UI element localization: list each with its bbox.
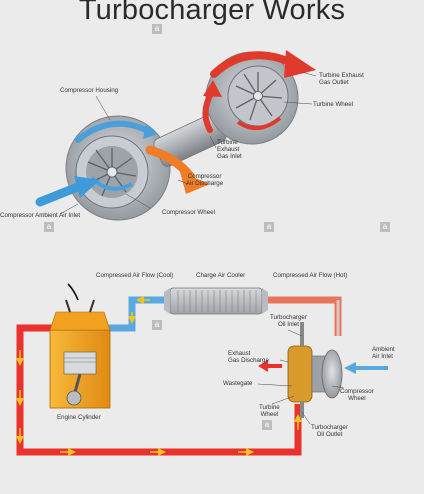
label-compressor-air-discharge: Compressor Air Discharge <box>186 173 224 188</box>
label-turbine-wheel: Turbine Wheel <box>313 101 354 108</box>
turbine-housing-small <box>287 345 313 403</box>
label-wastegate: Wastegate <box>223 380 253 387</box>
watermark: a <box>262 420 272 430</box>
turbocharger-unit <box>258 322 388 418</box>
compressor-discharge-arrow <box>180 172 210 194</box>
watermark: a <box>152 24 162 34</box>
label-compressor-ambient-air-inlet: Compressor Ambient Air Inlet <box>0 212 81 219</box>
label-compressor-housing: Compressor Housing <box>60 87 119 94</box>
engine-cylinder <box>49 283 111 409</box>
watermark: a <box>380 222 390 232</box>
diagram-title: Turbocharger Works <box>78 0 346 26</box>
label-turbocharger-oil-inlet: Turbocharger Oil Inlet <box>270 314 307 329</box>
charge-air-cooler <box>164 287 268 315</box>
label-turbine-exhaust-gas-outlet: Turbine Exhaust Gas Outlet <box>319 72 364 87</box>
label-ambient-air-inlet: Ambient Air Inlet <box>372 346 395 361</box>
label-exhaust-gas-discharge: Exhaust Gas Discharge <box>228 350 269 365</box>
label-engine-cylinder: Engine Cylinder <box>57 414 101 421</box>
watermark: a <box>152 320 162 330</box>
watermark: a <box>44 222 54 232</box>
label-charge-air-cooler: Charge Air Cooler <box>196 272 246 279</box>
label-turbine-wheel-small: Turbine Wheel <box>259 404 280 419</box>
exhaust-outlet-arrow <box>284 50 316 78</box>
turbo-illustration <box>35 50 317 221</box>
label-compressor-wheel-small: Compressor Wheel <box>340 388 374 403</box>
label-compressor-wheel: Compressor Wheel <box>162 209 215 216</box>
label-turbine-exhaust-gas-inlet: Turbine Exhaust Gas Inlet <box>217 139 242 161</box>
compressor-housing-small <box>321 349 343 399</box>
ambient-inlet-arrow <box>74 176 100 198</box>
label-turbocharger-oil-outlet: Turbocharger Oil Outlet <box>311 424 348 439</box>
label-compressed-air-flow-hot: Compressed Air Flow (Hot) <box>273 272 348 279</box>
watermark: a <box>264 222 274 232</box>
label-compressed-air-flow-cool: Compressed Air Flow (Cool) <box>96 272 174 279</box>
exhaust-pipe <box>16 324 302 456</box>
system-schematic <box>16 283 388 456</box>
